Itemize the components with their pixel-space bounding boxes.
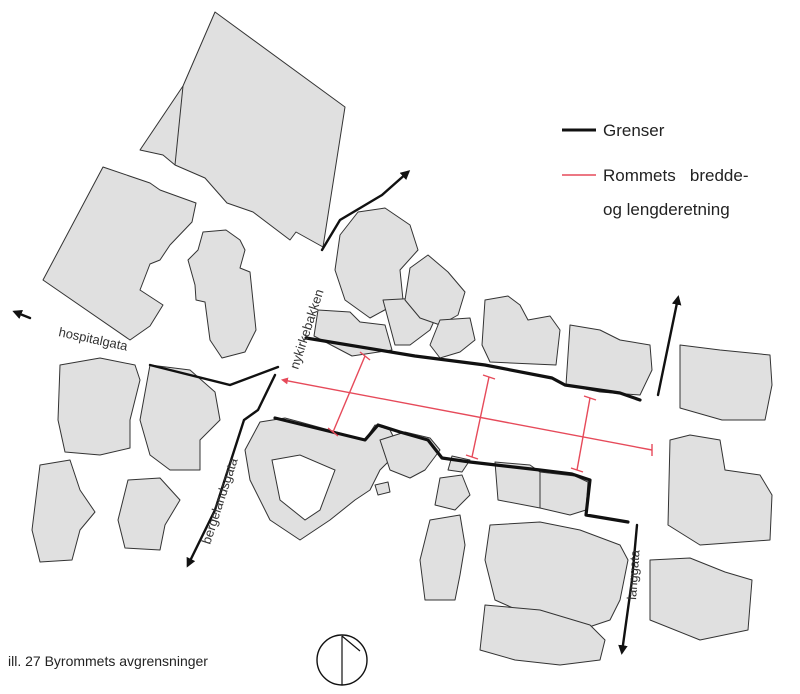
- space-borders: [273, 336, 642, 524]
- figure-caption: ill. 27 Byrommets avgrensninger: [8, 653, 208, 669]
- space-direction-lines: [280, 351, 653, 473]
- building-group-north: [42, 11, 346, 359]
- building-group-east: [649, 344, 773, 641]
- building-group-northeast: [313, 207, 653, 396]
- building-group-south: [244, 417, 589, 541]
- legend-direction-label-line1: Rommets bredde-: [603, 166, 749, 185]
- street-label-langgata: langgata: [624, 549, 642, 601]
- legend: Grenser Rommets bredde- og lengderetning: [562, 121, 749, 219]
- north-arrow-icon: [316, 634, 368, 686]
- street-label-bergelandsgata: bergelandsgata: [199, 455, 241, 546]
- building-group-southeast: [419, 514, 629, 666]
- street-lines: [12, 170, 682, 655]
- legend-border-label: Grenser: [603, 121, 665, 140]
- legend-direction-label-line2: og lengderetning: [603, 200, 730, 219]
- building-group-west: [31, 357, 221, 563]
